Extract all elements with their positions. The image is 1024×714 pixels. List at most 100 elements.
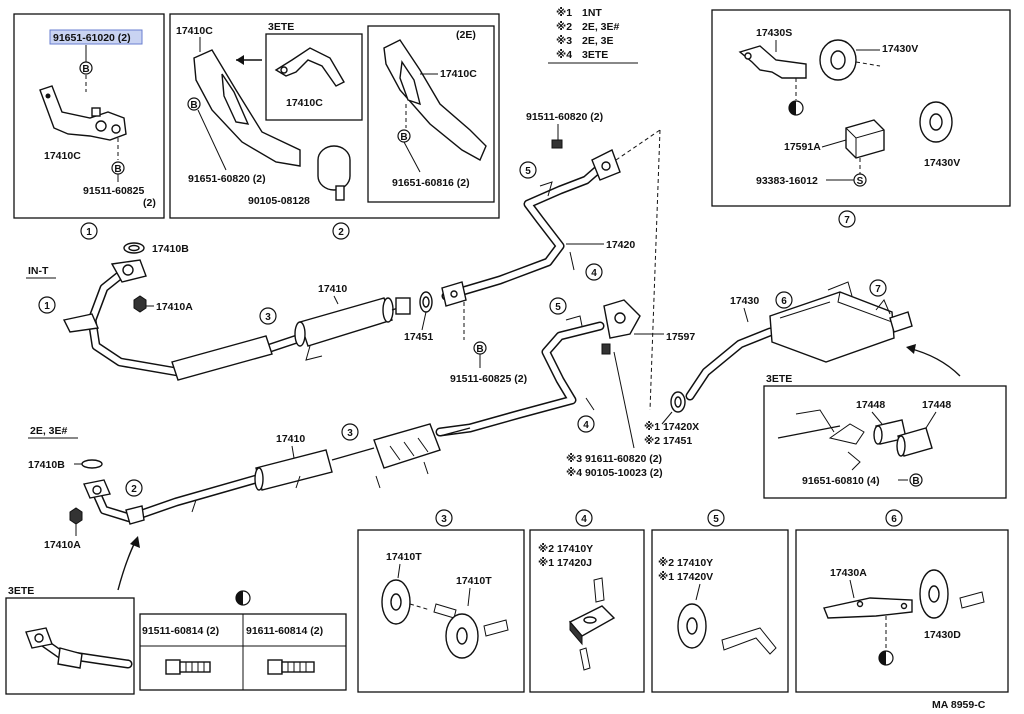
part-label-17430: 17430: [730, 295, 759, 307]
part-label-17597: 17597: [666, 331, 695, 343]
part-label-90105-10023: ※4 90105-10023 (2): [566, 467, 663, 479]
part-label-17420x: ※1 17420X: [644, 421, 699, 433]
part-label-17430v-b: 17430V: [924, 157, 960, 169]
half-circle-symbol: [878, 650, 894, 666]
callout-circle-7: 7: [838, 210, 856, 228]
callout-circle-7b: 7: [869, 279, 887, 297]
hex-bolt-icon: [267, 659, 315, 675]
bolt-table: 91511-60814 (2) 91611-60814 (2): [139, 590, 347, 691]
svg-text:3: 3: [265, 312, 271, 323]
part-label-90105-08128: 90105-08128: [248, 195, 310, 207]
part-label-91651-60820: 91651-60820 (2): [188, 173, 266, 185]
part-label-17420: 17420: [606, 239, 635, 251]
inset-title-3ete: 3ETE: [268, 21, 294, 33]
part-label-17410y-5: ※2 17410Y: [658, 557, 713, 569]
svg-text:7: 7: [844, 215, 850, 226]
cushion-17591a: [845, 119, 885, 159]
part-label-17591a: 17591A: [784, 141, 821, 153]
svg-text:B: B: [476, 344, 483, 355]
svg-text:B: B: [912, 476, 919, 487]
part-label-17410c-a: 17410C: [176, 25, 213, 37]
part-label-91511-60820: 91511-60820 (2): [526, 111, 603, 123]
part-label-91611-60814: 91611-60814 (2): [246, 625, 323, 637]
part-label-91651-60816: 91651-60816 (2): [392, 177, 470, 189]
callout-circle-4c: 4: [575, 509, 593, 527]
callout-circle-2: 2: [332, 222, 350, 240]
legend-mark-4: ※4: [556, 49, 572, 61]
bolt-17597: [601, 343, 611, 355]
bracket-17410c-2e: [383, 39, 487, 161]
svg-text:5: 5: [555, 302, 561, 313]
part-label-91511-60825-box1: 91511-60825: [83, 185, 144, 197]
bracket-17410c: [39, 85, 127, 141]
bolt-callout-b: B: [909, 473, 923, 487]
part-label-17410y-4: ※2 17410Y: [538, 543, 593, 555]
bracket-17430a: [823, 597, 913, 619]
inset-box-2: 17410C B 91651-60820 (2) 3ETE 17410C 90: [169, 13, 500, 219]
clamp-90105-08128: [317, 145, 351, 201]
inset-box-3: 17410T 17410T: [357, 529, 525, 693]
callout-circle-5c: 5: [707, 509, 725, 527]
part-qty-box1: (2): [143, 197, 156, 209]
legend-mark-1: ※1: [556, 7, 572, 19]
legend-mark-3: ※3: [556, 35, 572, 47]
part-label-17410b: 17410B: [152, 243, 189, 255]
part-label-17420v: ※1 17420V: [658, 571, 713, 583]
bracket-17410c-3ete: [274, 47, 345, 87]
svg-text:1: 1: [44, 301, 50, 312]
exhaust-assembly-2e: 2E, 3E# 17410B 2 17410A: [28, 423, 471, 551]
flange-bolt-icon: [165, 659, 211, 675]
bolt-91511-60820: [551, 139, 563, 149]
inset-box-5: ※2 17410Y ※1 17420V: [651, 529, 789, 693]
legend-mark-2: ※2: [556, 21, 572, 33]
part-label-17451b: ※2 17451: [644, 435, 692, 447]
part-callout-s: S: [853, 173, 867, 187]
callout-circle-1: 1: [80, 222, 98, 240]
variant-label-in-t: IN-T: [28, 265, 49, 277]
callout-circle-4b: 4: [577, 415, 595, 433]
legend-text-1: 1NT: [582, 7, 602, 19]
engine-legend: ※1 1NT ※2 2E, 3E# ※3 2E, 3E ※4 3ETE: [548, 7, 638, 64]
svg-text:B: B: [190, 100, 197, 111]
highlighted-part-label[interactable]: [49, 29, 143, 45]
hanger-17420j: [568, 605, 616, 646]
part-label-17410t-b: 17410T: [456, 575, 492, 587]
tail-pipe-17420: [441, 149, 621, 307]
bolt-callout-b: B: [187, 97, 201, 111]
svg-text:3: 3: [441, 514, 447, 525]
svg-text:2: 2: [131, 484, 137, 495]
callout-circle-3b: 3: [341, 423, 359, 441]
part-label-91651-61020[interactable]: 91651-61020 (2): [53, 32, 131, 44]
bracket-17430s: [738, 45, 807, 79]
gasket-17451: [419, 291, 433, 313]
callout-circle-6: 6: [775, 291, 793, 309]
part-label-17410a: 17410A: [156, 301, 193, 313]
svg-text:4: 4: [583, 420, 589, 431]
center-pipe-17410: [171, 297, 411, 381]
callout-circle-4a: 4: [585, 263, 603, 281]
callout-circle-6b: 6: [885, 509, 903, 527]
nut-17410a-lower: [69, 507, 83, 525]
hanger-17430v-b: [919, 101, 953, 143]
callout-circle-5a: 5: [519, 161, 537, 179]
gasket-17420x: [670, 391, 686, 413]
half-circle-symbol: [235, 590, 251, 606]
legend-text-2: 2E, 3E#: [582, 21, 620, 33]
tail-pipe-lower: [435, 299, 641, 437]
muffler-17430: [685, 281, 913, 401]
inset-box-4: ※2 17410Y ※1 17420J: [529, 529, 645, 693]
half-circle-symbol: [788, 100, 804, 116]
svg-text:5: 5: [525, 166, 531, 177]
callout-circle-3: 3: [259, 307, 277, 325]
variant-label-2e-3e: 2E, 3E#: [30, 425, 68, 437]
svg-text:1: 1: [86, 227, 92, 238]
callout-circle-5b: 5: [549, 297, 567, 315]
svg-text:6: 6: [781, 296, 787, 307]
inset-box-1: 91651-61020 (2) B 17410C B 91511-60825 (…: [13, 13, 165, 219]
inset-title-2e: (2E): [456, 29, 476, 41]
nut-17410a: [133, 295, 147, 313]
svg-text:3: 3: [347, 428, 353, 439]
part-label-93383-16012: 93383-16012: [756, 175, 818, 187]
legend-text-4: 3ETE: [582, 49, 608, 61]
part-label-17410c-2e: 17410C: [440, 68, 477, 80]
